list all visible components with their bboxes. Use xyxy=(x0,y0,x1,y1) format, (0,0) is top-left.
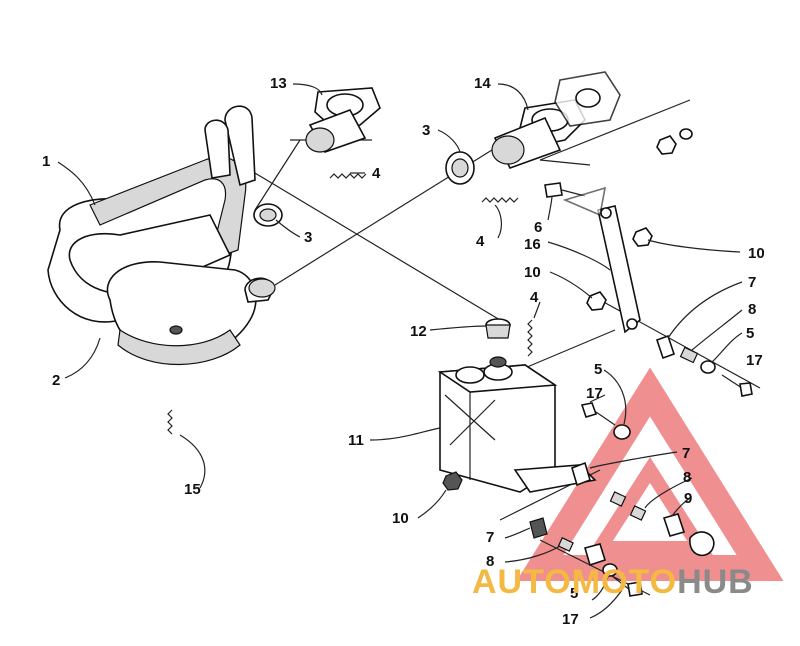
washer-5-middle xyxy=(613,424,631,440)
callout-7-middle: 7 xyxy=(682,445,690,462)
callout-10-lower: 10 xyxy=(392,510,409,527)
callout-2: 2 xyxy=(52,372,60,389)
seal-ring-3-left xyxy=(253,203,283,227)
callout-7-lower: 7 xyxy=(486,529,494,546)
bolt-17-middle xyxy=(580,402,616,426)
nut-10-top xyxy=(632,227,653,247)
spring-15 xyxy=(167,409,173,435)
callout-3-right: 3 xyxy=(422,122,430,139)
bushing-7-upper xyxy=(655,334,676,360)
clip-9 xyxy=(662,513,715,557)
callout-5-middle: 5 xyxy=(594,361,602,378)
nut-10-middle xyxy=(586,291,607,311)
callout-15: 15 xyxy=(184,481,201,498)
callout-16: 16 xyxy=(524,236,541,253)
callout-13: 13 xyxy=(270,75,287,92)
callout-4-vertical: 4 xyxy=(530,289,539,306)
callout-3-left: 3 xyxy=(304,229,312,246)
sleeve-8-upper xyxy=(679,346,699,364)
callout-17-upper: 17 xyxy=(746,352,763,369)
bolt-17-lower xyxy=(611,575,643,597)
washer-5-lower xyxy=(602,563,618,577)
leader-lines xyxy=(57,83,743,619)
exhaust-manifold-13 xyxy=(305,87,381,153)
callout-1: 1 xyxy=(42,153,50,170)
spring-4-top xyxy=(329,173,367,179)
washer-5-upper xyxy=(700,360,716,374)
bolt-17-upper xyxy=(721,374,753,397)
bolt-6 xyxy=(544,182,607,217)
callout-12: 12 xyxy=(410,323,427,340)
muffler-11 xyxy=(437,356,597,493)
callout-10-middle: 10 xyxy=(524,264,541,281)
callout-9: 9 xyxy=(684,490,692,507)
bushing-7-lower xyxy=(529,517,548,539)
callout-4-middle: 4 xyxy=(476,233,485,250)
exhaust-pipe-expansion-chamber xyxy=(47,105,276,366)
callout-17-middle: 17 xyxy=(586,385,603,402)
bushing-7-middle xyxy=(571,461,591,487)
sleeve-8-lower xyxy=(557,537,606,567)
callout-14: 14 xyxy=(474,75,491,92)
callout-17-lower: 17 xyxy=(562,611,579,628)
callout-5-upper: 5 xyxy=(746,325,754,342)
callout-5-lower: 5 xyxy=(570,585,578,602)
sleeve-8-middle xyxy=(609,491,647,521)
callout-labels: 1 2 3 3 4 4 4 5 5 5 6 7 7 7 8 8 8 9 10 1… xyxy=(42,75,765,628)
callout-10-top: 10 xyxy=(748,245,765,262)
spring-4-middle xyxy=(481,197,519,203)
grommet-12 xyxy=(485,318,511,339)
callout-7-upper: 7 xyxy=(748,274,756,291)
callout-11: 11 xyxy=(348,432,364,449)
nut-top-right xyxy=(656,128,693,155)
callout-8-lower: 8 xyxy=(486,553,494,570)
bracket-16 xyxy=(597,205,641,334)
callout-4-top: 4 xyxy=(372,165,381,182)
nut-10-lower xyxy=(442,471,463,491)
callout-8-upper: 8 xyxy=(748,301,756,318)
spring-4-vertical xyxy=(527,319,533,357)
exhaust-manifold-14 xyxy=(491,71,621,169)
callout-6: 6 xyxy=(534,219,542,236)
seal-ring-3-right xyxy=(445,151,475,185)
callout-8-middle: 8 xyxy=(683,469,691,486)
